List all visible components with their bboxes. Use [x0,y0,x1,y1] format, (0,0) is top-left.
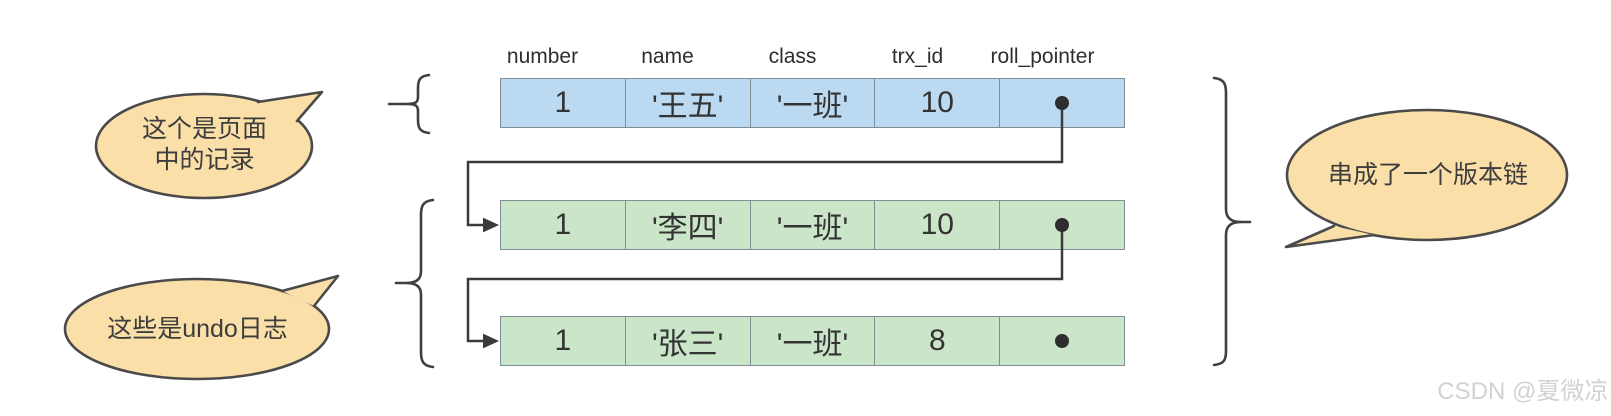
cell-name: '张三' [626,317,751,365]
cell-class: '一班' [751,317,876,365]
callout-text-line: 串成了一个版本链 [1327,160,1528,189]
cell-number: 1 [501,201,626,249]
cell-name: '李四' [626,201,751,249]
col-header-class: class [768,45,817,68]
page-record-row: 1 '王五' '一班' 10 [500,78,1125,128]
cell-trx-id: 8 [875,317,1001,365]
callout-text-page-record: 这个是页面 中的记录 [97,113,312,177]
cell-number: 1 [501,317,626,365]
callout-text-version-chain: 串成了一个版本链 [1292,158,1564,192]
cell-name: '王五' [626,79,751,127]
cell-trx-id: 10 [875,79,1001,127]
col-header-trx-id: trx_id [891,45,944,68]
cell-roll-pointer [1000,317,1124,365]
col-header-roll-pointer: roll_pointer [990,45,1095,68]
undo-log-row-2: 1 '张三' '一班' 8 [500,316,1125,366]
callout-text-undo-logs: 这些是undo日志 [65,312,330,346]
undo-log-row-1: 1 '李四' '一班' 10 [500,200,1125,250]
brace-left-page-record [387,73,431,135]
cell-trx-id: 10 [875,201,1001,249]
col-header-number: number [506,45,579,68]
callout-text-line: 这些是undo日志 [107,314,288,343]
cell-roll-pointer [1000,79,1124,127]
watermark: CSDN @夏微凉. [1437,378,1611,405]
cell-number: 1 [501,79,626,127]
callout-text-line: 中的记录 [154,146,255,174]
brace-right-version-chain [1212,76,1252,367]
cell-class: '一班' [751,79,876,127]
callout-text-line: 这个是页面 [141,115,267,143]
col-header-name: name [641,45,694,68]
cell-class: '一班' [751,201,876,249]
cell-roll-pointer [1000,201,1124,249]
brace-left-undo-logs [394,198,435,369]
